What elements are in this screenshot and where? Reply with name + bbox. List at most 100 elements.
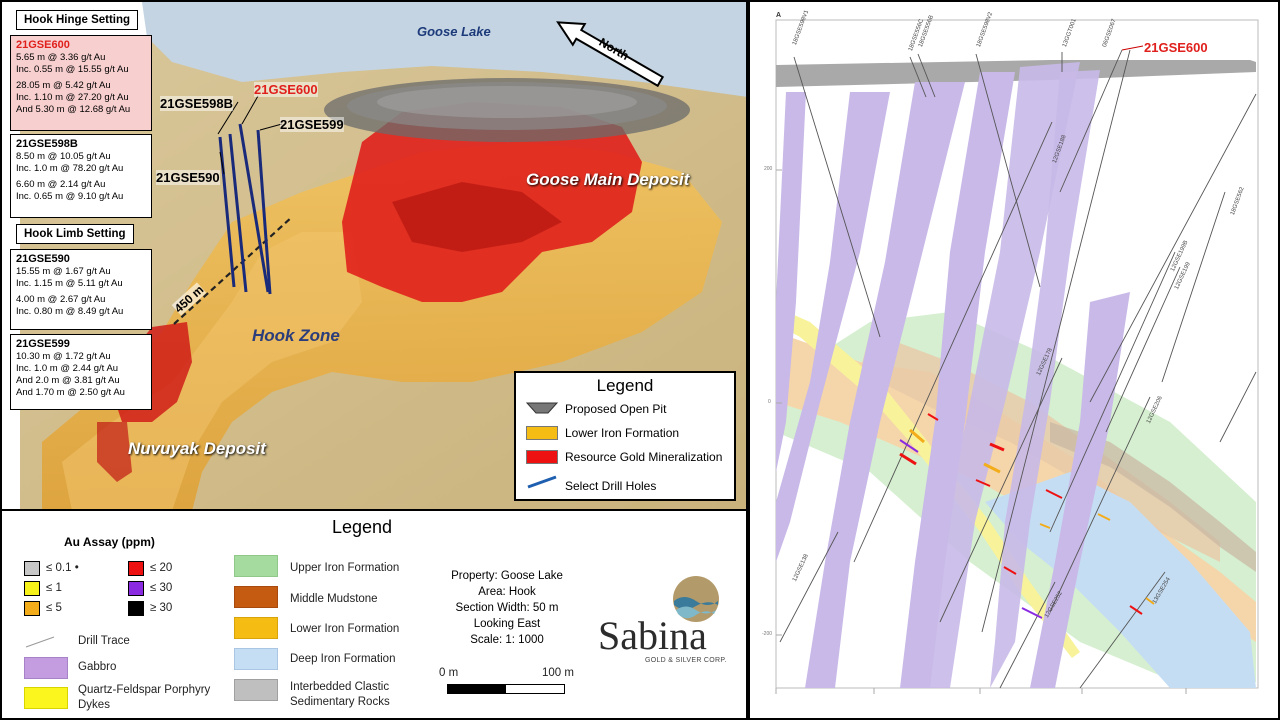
unit-label: Deep Iron Formation <box>290 653 396 665</box>
gabbro-dyke <box>776 92 806 472</box>
hole-label-599: 21GSE599 <box>280 117 344 132</box>
middle-mudstone-swatch <box>234 586 278 608</box>
scale-end-label: 100 m <box>542 667 574 679</box>
north-arrow <box>556 21 665 88</box>
distance-line <box>173 216 293 325</box>
info-line: Section Width: 50 m <box>455 602 559 614</box>
au-swatch-1 <box>24 581 40 596</box>
goose-lake <box>142 2 746 97</box>
hook-zone-label: Hook Zone <box>252 326 340 345</box>
drill-hole-590 <box>218 136 236 288</box>
elevation-label: 0 <box>768 399 771 405</box>
hole-label-598b: 21GSE598B <box>160 96 233 111</box>
deposit-3d-view: Goose Lake North Goose Main Deposit Hook… <box>0 0 748 511</box>
cross-section-view: A 21GSE600 200 0 -200 18GSE598V1 18GSE55… <box>748 0 1280 720</box>
elevation-label: 200 <box>764 166 773 172</box>
clastic-swatch <box>234 679 278 701</box>
unit-label: Interbedded Clastic Sedimentary Rocks <box>290 681 390 708</box>
map-legend-title: Legend <box>596 376 654 395</box>
gabbro-dyke <box>900 72 1015 688</box>
gabbro-dyke <box>776 92 890 562</box>
porphyry-swatch <box>24 687 68 709</box>
gabbro-dyke <box>805 82 965 688</box>
property-info: Property: Goose Lake Area: Hook Section … <box>432 568 582 648</box>
au-swatch-20 <box>128 561 144 576</box>
assay-line: 28.05 m @ 5.42 g/t Au <box>16 80 111 91</box>
assay-line: 8.50 m @ 10.05 g/t Au <box>16 151 111 162</box>
au-label: ≤ 30 <box>150 582 173 594</box>
assay-line: 4.00 m @ 2.67 g/t Au <box>16 294 106 305</box>
info-line: Area: Hook <box>478 586 536 598</box>
legend-item-mineralization: Resource Gold Mineralization <box>565 450 723 464</box>
assay-line: Inc. 0.55 m @ 15.55 g/t Au <box>16 64 129 75</box>
info-line: Scale: 1: 1000 <box>470 634 544 646</box>
goose-main-label: Goose Main Deposit <box>526 170 690 189</box>
drill-traces <box>779 49 1257 689</box>
mineralization-swatch <box>526 450 558 464</box>
lower-iron-swatch <box>526 426 558 440</box>
drill-hole-599 <box>256 129 272 295</box>
assay-title: 21GSE590 <box>16 253 70 265</box>
assay-box-599: 21GSE599 10.30 m @ 1.72 g/t Au Inc. 1.0 … <box>10 334 152 410</box>
scale-start-label: 0 m <box>439 667 459 679</box>
hole-label-600: 21GSE600 <box>254 82 318 97</box>
assay-intercepts <box>899 413 1155 619</box>
drill-hole-600 <box>238 123 270 293</box>
sabina-wordmark: Sabina <box>598 613 707 658</box>
gabbro-dyke <box>1030 292 1130 688</box>
assay-box-590: 21GSE590 15.55 m @ 1.67 g/t Au Inc. 1.15… <box>10 249 152 330</box>
legend-title: Legend <box>332 517 393 537</box>
hole-label-590: 21GSE590 <box>156 170 220 185</box>
assay-box-598b: 21GSE598B 8.50 m @ 10.05 g/t Au Inc. 1.0… <box>10 134 152 218</box>
assay-title: 21GSE599 <box>16 338 70 350</box>
assay-box-600: 21GSE600 5.65 m @ 3.36 g/t Au Inc. 0.55 … <box>10 35 152 131</box>
info-line: Looking East <box>473 618 541 630</box>
hinge-setting-header: Hook Hinge Setting <box>16 10 139 30</box>
porphyry-label: Quartz-Feldspar Porphyry Dykes <box>78 684 211 711</box>
drill-trace-icon <box>25 636 55 648</box>
nuvuyak-label: Nuvuyak Deposit <box>128 439 266 458</box>
gabbro-dyke <box>925 62 1080 688</box>
gabbro-label: Gabbro <box>78 661 117 673</box>
unit-label: Upper Iron Formation <box>290 562 400 574</box>
drill-trace-label: Drill Trace <box>78 635 130 647</box>
assay-title: 21GSE598B <box>16 138 78 150</box>
open-pit-icon <box>526 402 558 414</box>
assay-line: 6.60 m @ 2.14 g/t Au <box>16 179 106 190</box>
elevation-label: -200 <box>762 631 773 637</box>
au-swatch-5 <box>24 601 40 616</box>
assay-title: 21GSE600 <box>16 39 70 51</box>
section-legend: Legend Au Assay (ppm) ≤ 0.1 • ≤ 1 ≤ 5 ≤ … <box>0 509 748 720</box>
sabina-subtitle: GOLD & SILVER CORP. <box>645 657 727 664</box>
scale-bar <box>447 684 565 694</box>
au-label: ≤ 20 <box>150 562 173 574</box>
unit-label: Middle Mudstone <box>290 593 378 605</box>
overburden-band <box>776 60 1256 87</box>
au-label: ≥ 30 <box>150 602 173 614</box>
au-label: ≤ 5 <box>46 602 62 614</box>
upper-iron-swatch <box>234 555 278 577</box>
cross-section-graphic <box>750 2 1278 718</box>
assay-line: Inc. 0.80 m @ 8.49 g/t Au <box>16 306 124 317</box>
lower-iron-unit-swatch <box>234 617 278 639</box>
au-swatch-01 <box>24 561 40 576</box>
legend-item-open-pit: Proposed Open Pit <box>565 402 667 416</box>
gabbro-swatch <box>24 657 68 679</box>
assay-line: Inc. 1.0 m @ 2.44 g/t Au <box>16 363 119 374</box>
au-label: ≤ 1 <box>46 582 62 594</box>
sabina-logo-icon <box>673 576 719 622</box>
legend-item-drill-holes: Select Drill Holes <box>565 479 657 493</box>
gabbro-dyke <box>990 70 1100 688</box>
au-swatch-30plus <box>128 601 144 616</box>
map-legend: Legend Proposed Open Pit Lower Iron Form… <box>514 371 736 501</box>
legend-item-lower-iron: Lower Iron Formation <box>565 426 680 440</box>
section-highlight-hole: 21GSE600 <box>1144 40 1208 55</box>
assay-line: And 1.70 m @ 2.50 g/t Au <box>16 387 125 398</box>
au-assay-title: Au Assay (ppm) <box>64 535 155 549</box>
assay-line: And 2.0 m @ 3.81 g/t Au <box>16 375 120 386</box>
assay-line: Inc. 1.15 m @ 5.11 g/t Au <box>16 278 123 289</box>
assay-line: 10.30 m @ 1.72 g/t Au <box>16 351 111 362</box>
au-swatch-30 <box>128 581 144 596</box>
drill-hole-598b <box>228 133 248 293</box>
lake-label: Goose Lake <box>417 24 491 39</box>
